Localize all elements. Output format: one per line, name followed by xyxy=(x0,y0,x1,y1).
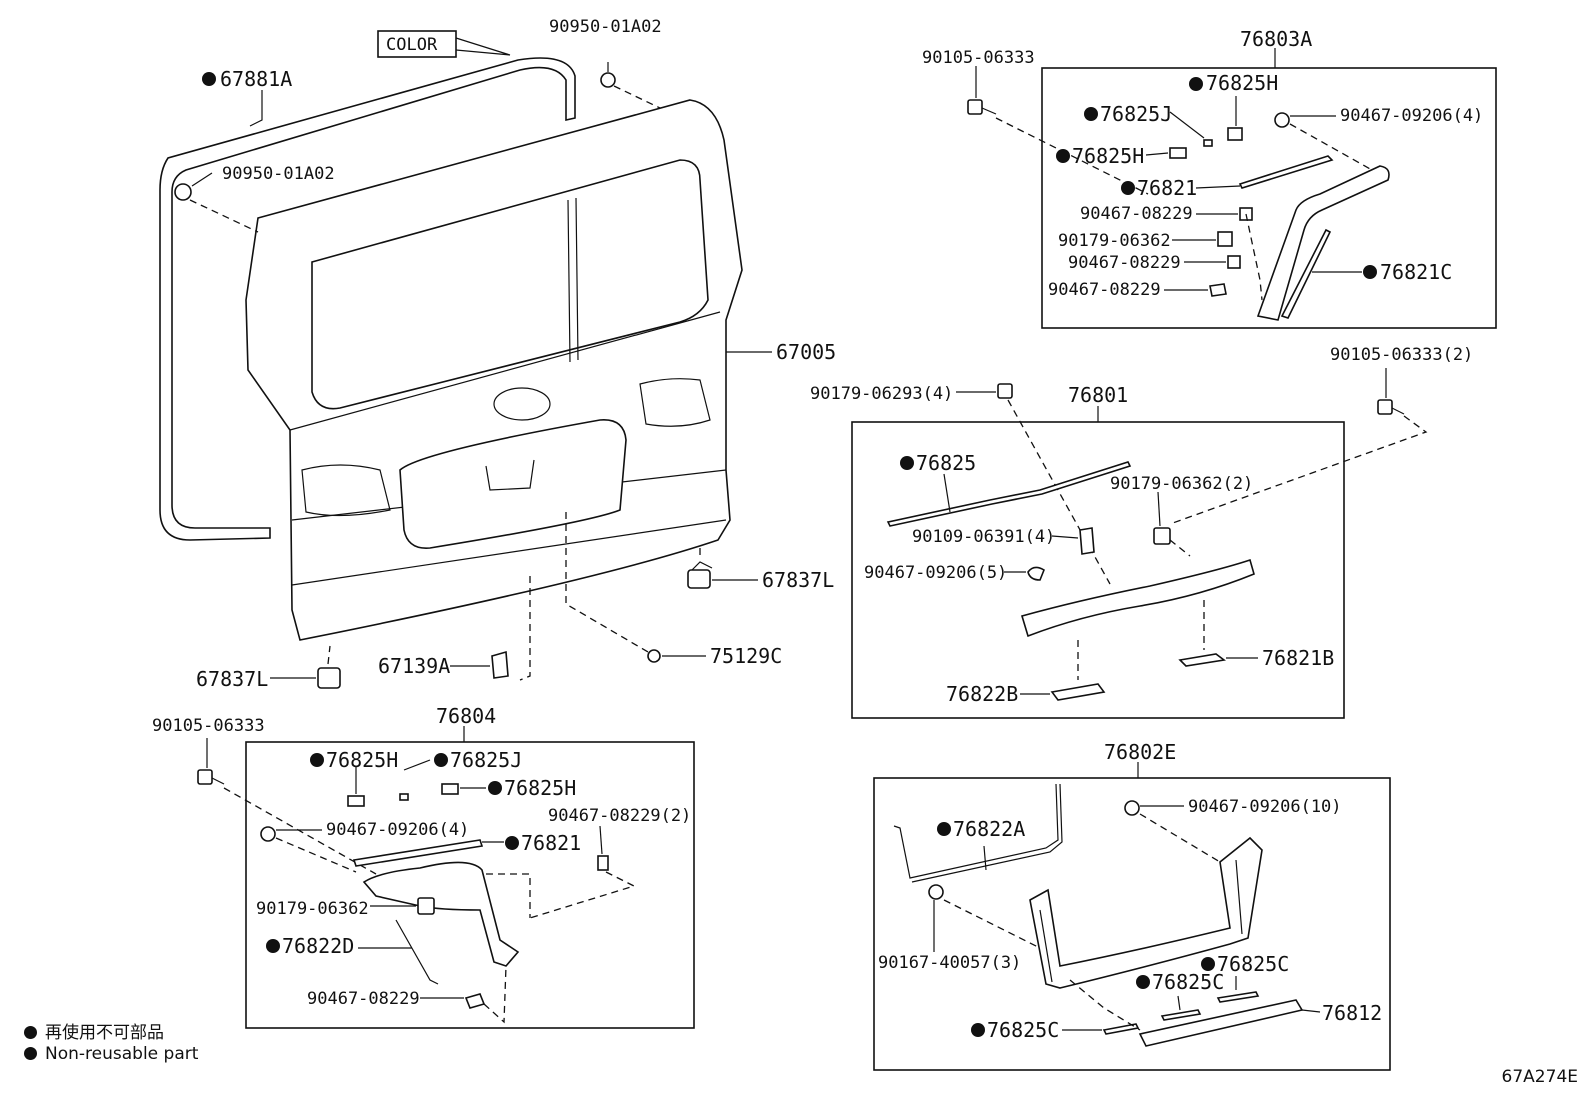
label-76825H-a: 76825H xyxy=(1206,71,1278,95)
stopper-67837L-right xyxy=(687,545,758,589)
parts-76801 xyxy=(886,461,1258,701)
clip-90179-06293 xyxy=(956,383,1111,585)
label-76825J-c: 76825J xyxy=(450,748,522,772)
label-76821-a: 76821 xyxy=(1137,176,1197,200)
parts-76803A xyxy=(1145,96,1390,321)
parts-76802E xyxy=(893,783,1321,1047)
bolt-90105-06333-bl xyxy=(197,738,377,875)
group-box-76804 xyxy=(245,741,695,1029)
pad-67139A xyxy=(450,576,531,681)
label-90950-01A02-left: 90950-01A02 xyxy=(222,164,335,184)
label-90105-06333-2: 90105-06333(2) xyxy=(1330,345,1473,365)
label-90179-06362-c: 90179-06362 xyxy=(256,899,369,919)
label-67139A: 67139A xyxy=(378,654,450,678)
label-76821C: 76821C xyxy=(1380,260,1452,284)
label-76804: 76804 xyxy=(436,704,496,728)
stopper-67837L-left xyxy=(270,645,341,689)
label-76825C-a: 76825C xyxy=(1217,952,1289,976)
nonreusable-marker-67881A xyxy=(202,72,216,86)
label-76801: 76801 xyxy=(1068,383,1128,407)
label-90467-08229-a1: 90467-08229 xyxy=(1080,204,1193,224)
label-90167-40057-3: 90167-40057(3) xyxy=(878,953,1021,973)
label-75129C: 75129C xyxy=(710,644,782,668)
label-90179-06362-2: 90179-06362(2) xyxy=(1110,474,1253,494)
bolt-90105-06333-top xyxy=(967,66,1149,195)
label-76821-c: 76821 xyxy=(521,831,581,855)
label-76825C-c: 76825C xyxy=(987,1018,1059,1042)
label-76822B: 76822B xyxy=(946,682,1018,706)
label-90179-06293-4: 90179-06293(4) xyxy=(810,384,953,404)
legend-text-japanese: 再使用不可部品 xyxy=(45,1023,164,1043)
label-76825C-b: 76825C xyxy=(1152,970,1224,994)
clip-90950-01A02-left xyxy=(174,172,259,233)
label-90467-09206-5: 90467-09206(5) xyxy=(864,563,1007,583)
label-90105-06333-bl: 90105-06333 xyxy=(152,716,265,736)
label-90467-08229-c: 90467-08229 xyxy=(307,989,420,1009)
label-90467-08229-a2: 90467-08229 xyxy=(1068,253,1181,273)
bolt-90105-06333-2 xyxy=(1169,368,1428,525)
leader-67881A xyxy=(249,90,263,127)
legend-bullet xyxy=(24,1026,37,1039)
label-76825: 76825 xyxy=(916,451,976,475)
label-67837L-right: 67837L xyxy=(762,568,834,592)
label-90467-08229-2: 90467-08229(2) xyxy=(548,806,691,826)
label-76822D: 76822D xyxy=(282,934,354,958)
label-90467-09206-4-a: 90467-09206(4) xyxy=(1340,106,1483,126)
legend-line-english: Non-reusable part xyxy=(24,1044,198,1064)
label-76812: 76812 xyxy=(1322,1001,1382,1025)
parts-76804 xyxy=(260,759,636,1024)
label-76825H-b: 76825H xyxy=(1072,144,1144,168)
clip-90950-01A02-top xyxy=(600,62,661,109)
label-67837L-left: 67837L xyxy=(196,667,268,691)
weatherstrip-67881A xyxy=(159,57,576,541)
label-90467-09206-4-c: 90467-09206(4) xyxy=(326,820,469,840)
label-90950-01A02-top: 90950-01A02 xyxy=(549,17,662,37)
label-76803A: 76803A xyxy=(1240,27,1312,51)
label-90105-06333-top: 90105-06333 xyxy=(922,48,1035,68)
label-76821B: 76821B xyxy=(1262,646,1334,670)
label-76825H-d: 76825H xyxy=(504,776,576,800)
grommet-75129C xyxy=(565,512,706,663)
label-90467-08229-a3: 90467-08229 xyxy=(1048,280,1161,300)
group-box-76802E xyxy=(873,777,1391,1071)
label-76825J-a: 76825J xyxy=(1100,102,1172,126)
legend-bullet xyxy=(24,1047,37,1060)
label-90109-06391-4: 90109-06391(4) xyxy=(912,527,1055,547)
legend-text-english: Non-reusable part xyxy=(45,1044,199,1064)
label-90467-09206-10: 90467-09206(10) xyxy=(1188,797,1342,817)
label-76825H-c: 76825H xyxy=(326,748,398,772)
label-76822A: 76822A xyxy=(953,817,1025,841)
label-76802E: 76802E xyxy=(1104,740,1176,764)
color-tag: COLOR xyxy=(377,30,511,58)
label-67881A: 67881A xyxy=(220,67,292,91)
svg-text:COLOR: COLOR xyxy=(386,35,438,55)
group-box-76803A xyxy=(1041,67,1497,329)
label-67005: 67005 xyxy=(776,340,836,364)
label-90179-06362-a: 90179-06362 xyxy=(1058,231,1171,251)
legend-line-japanese: 再使用不可部品 xyxy=(24,1018,164,1043)
back-door-panel-67005 xyxy=(245,99,743,641)
figure-reference: 67A274E xyxy=(1501,1067,1578,1087)
